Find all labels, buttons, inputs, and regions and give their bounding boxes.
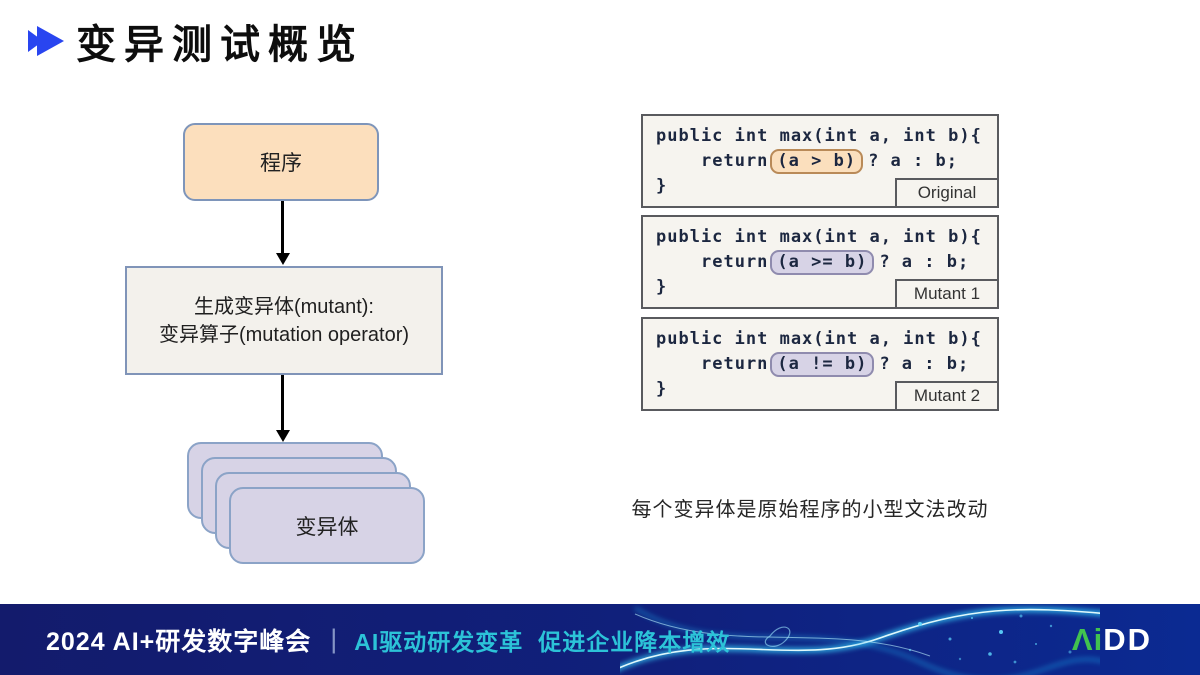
generate-mutant-text: 生成变异体(mutant): 变异算子(mutation operator) bbox=[159, 293, 409, 349]
code-line-3: } bbox=[656, 379, 668, 399]
footer-slogan-part1: AI驱动研发变革 bbox=[354, 628, 524, 655]
generate-mutant-line1: 生成变异体(mutant): bbox=[193, 295, 374, 318]
footer-slogan-part3: 降本增效 bbox=[634, 628, 731, 655]
code-panel-mutant-1: public int max(int a, int b){ return(a >… bbox=[641, 215, 999, 309]
code-panel-mutant-2: public int max(int a, int b){ return(a !… bbox=[641, 317, 999, 411]
double-play-icon bbox=[28, 26, 64, 56]
arrow-down-2-head bbox=[276, 430, 290, 442]
return-keyword: return bbox=[701, 354, 769, 374]
light-swirl-graphic bbox=[620, 606, 1100, 675]
panel-label-mutant-2: Mutant 2 bbox=[895, 381, 999, 411]
panel-label-original: Original bbox=[895, 178, 999, 208]
title-row: 变异测试概览 bbox=[28, 12, 364, 70]
code-line-1: public int max(int a, int b){ bbox=[656, 329, 982, 349]
aidd-logo-ai: Λi bbox=[1071, 621, 1104, 657]
caption: 每个变异体是原始程序的小型文法改动 bbox=[631, 499, 989, 521]
program-box: 程序 bbox=[183, 123, 379, 201]
return-keyword: return bbox=[701, 252, 769, 272]
arrow-down-1-shaft bbox=[281, 201, 284, 254]
footer-separator: | bbox=[330, 624, 338, 654]
footer-slogan: AI驱动研发变革促进企业降本增效 bbox=[354, 623, 730, 657]
aidd-logo: ΛiDD bbox=[1072, 622, 1152, 658]
return-keyword: return bbox=[701, 151, 769, 171]
code-line-2: return(a > b)? a : b; bbox=[643, 149, 997, 174]
panel-label-mutant-1: Mutant 1 bbox=[895, 279, 999, 309]
program-box-label: 程序 bbox=[260, 152, 302, 175]
mutation-highlight: (a > b) bbox=[770, 149, 864, 174]
code-line-2-tail: ? a : b; bbox=[868, 151, 958, 171]
footer-bar: 2024 AI+研发数字峰会 | AI驱动研发变革促进企业降本增效 ΛiDD bbox=[0, 604, 1200, 675]
generate-mutant-box: 生成变异体(mutant): 变异算子(mutation operator) bbox=[125, 266, 443, 375]
code-line-2: return(a != b)? a : b; bbox=[643, 352, 997, 377]
code-line-2: return(a >= b)? a : b; bbox=[643, 250, 997, 275]
code-line-1: public int max(int a, int b){ bbox=[656, 126, 982, 146]
page-title: 变异测试概览 bbox=[76, 23, 364, 67]
code-line-3: } bbox=[656, 176, 668, 196]
code-line-1: public int max(int a, int b){ bbox=[656, 227, 982, 247]
generate-mutant-line2: 变异算子(mutation operator) bbox=[158, 323, 410, 346]
footer-event-title: 2024 AI+研发数字峰会 bbox=[46, 627, 312, 656]
footer-slogan-part2: 促进企业 bbox=[538, 628, 635, 655]
mutant-stack-front: 变异体 bbox=[229, 487, 425, 564]
code-line-2-tail: ? a : b; bbox=[879, 252, 970, 272]
arrow-down-1-head bbox=[276, 253, 290, 265]
aidd-logo-dd: DD bbox=[1103, 621, 1152, 657]
mutant-stack-label: 变异体 bbox=[295, 515, 359, 539]
code-line-2-tail: ? a : b; bbox=[879, 354, 970, 374]
code-line-3: } bbox=[656, 277, 668, 297]
arrow-down-2-shaft bbox=[281, 375, 284, 431]
code-panel-original: public int max(int a, int b){ return(a >… bbox=[641, 114, 999, 208]
mutation-highlight: (a != b) bbox=[770, 352, 875, 377]
mutation-highlight: (a >= b) bbox=[770, 250, 875, 275]
